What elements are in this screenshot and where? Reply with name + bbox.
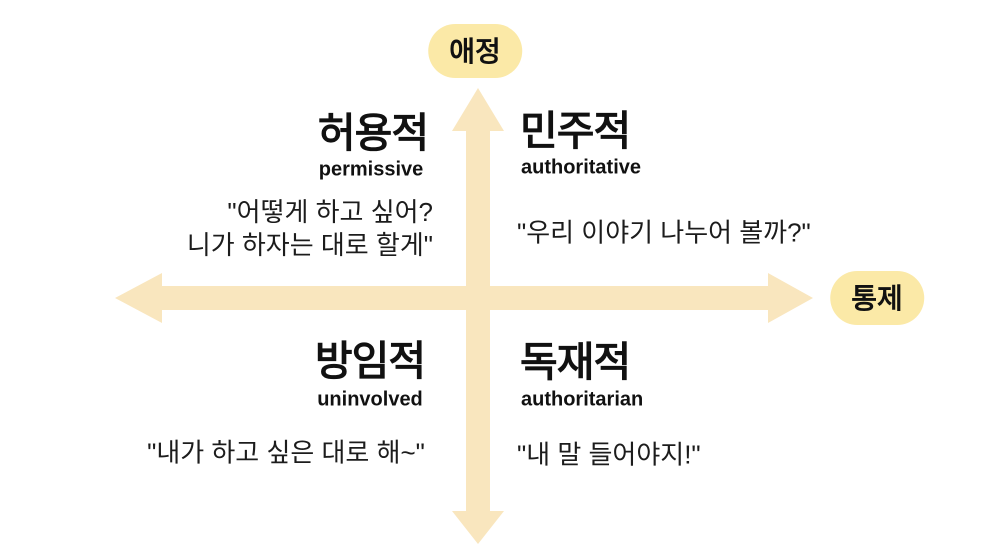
quote-line: "어떻게 하고 싶어?: [227, 197, 433, 227]
vertical-axis-arrow: [452, 88, 504, 544]
x-axis-label-control: 통제: [830, 271, 924, 325]
quadrant-quote-permissive: "어떻게 하고 싶어? 니가 하자는 대로 할게": [187, 196, 433, 262]
quadrant-subtitle-authoritative: authoritative: [521, 156, 642, 179]
y-axis-label-affection: 애정: [428, 24, 522, 78]
quadrant-quote-authoritative: "우리 이야기 나누어 볼까?": [517, 217, 811, 250]
quote-line: "내가 하고 싶은 대로 해~": [147, 437, 425, 468]
quadrant-subtitle-uninvolved: uninvolved: [317, 388, 423, 411]
quadrant-title-authoritative: 민주적: [520, 108, 631, 154]
quadrant-quote-uninvolved: "내가 하고 싶은 대로 해~": [147, 437, 425, 470]
quote-line: "내 말 들어야지!": [517, 439, 701, 470]
quadrant-title-authoritarian: 독재적: [520, 339, 631, 385]
quadrant-subtitle-permissive: permissive: [318, 158, 424, 181]
quote-line: "우리 이야기 나누어 볼까?": [517, 217, 811, 248]
quadrant-title-permissive: 허용적: [317, 110, 429, 156]
horizontal-axis-arrow: [115, 273, 813, 323]
quadrant-subtitle-authoritarian: authoritarian: [521, 388, 644, 411]
quote-line: 니가 하자는 대로 할게": [186, 230, 433, 260]
quadrant-title-uninvolved: 방임적: [314, 338, 426, 384]
quadrant-quote-authoritarian: "내 말 들어야지!": [517, 439, 701, 472]
